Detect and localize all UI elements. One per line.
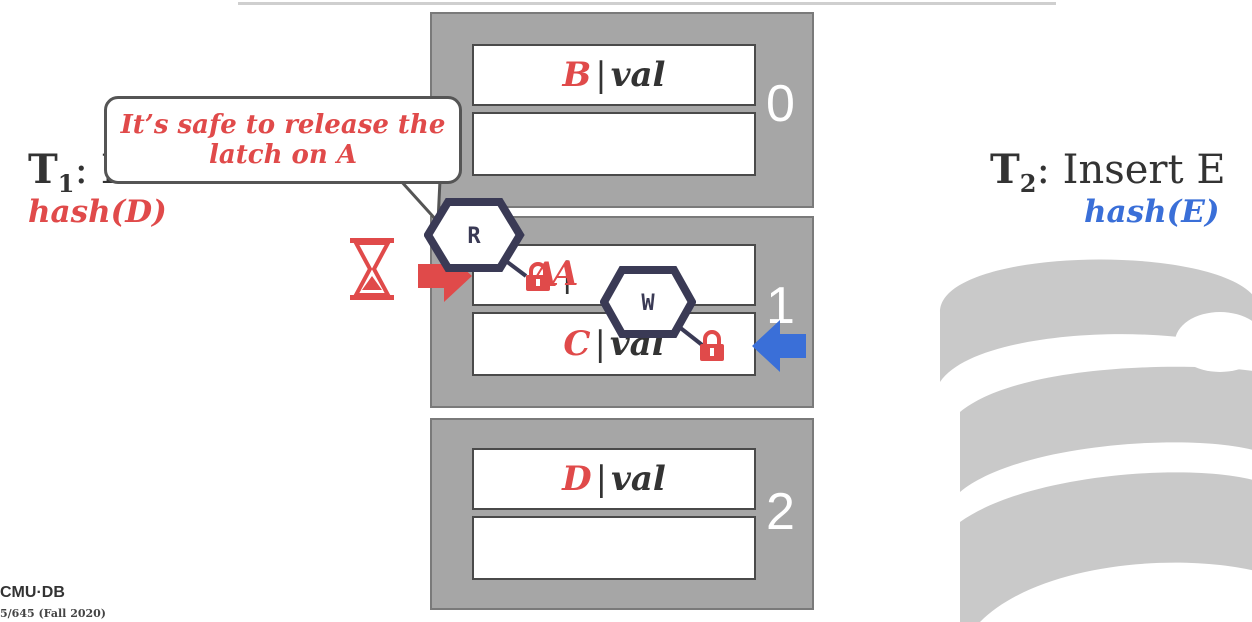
bubble-line-1: It’s safe to release the [120, 110, 446, 140]
database-icon [940, 259, 1252, 622]
page-number-0: 0 [766, 75, 795, 133]
slot-0-0: B|val [472, 44, 756, 106]
top-divider [238, 2, 1056, 5]
svg-text:W: W [641, 291, 655, 316]
arrow-left-icon [752, 320, 806, 372]
page-number-2: 2 [766, 483, 795, 541]
read-latch-icon: R [424, 198, 525, 272]
bucket-page-0 [430, 12, 814, 208]
svg-text:R: R [467, 224, 481, 249]
speech-bubble: It’s safe to release the latch on A [104, 96, 462, 184]
read-latch-chain [500, 256, 528, 278]
slot-entry-b: B|val [562, 55, 666, 95]
slot-0-1 [472, 112, 756, 176]
t2-label: T2: Insert E [990, 146, 1226, 198]
footer-org: CMU·DB [0, 584, 65, 601]
slot-2-1 [472, 516, 756, 580]
page-number-1: 1 [766, 277, 795, 335]
slot-entry-a-key: A [552, 254, 579, 294]
lock-icon [700, 330, 724, 361]
lock-icon [526, 262, 550, 291]
bubble-line-2: latch on A [209, 140, 357, 170]
arrow-right-icon [418, 250, 472, 302]
bucket-page-2 [430, 418, 814, 610]
slot-2-0: D|val [472, 448, 756, 510]
slot-entry-d: D|val [562, 459, 666, 499]
t1-hash: hash(D) [28, 194, 167, 230]
footer-course: 5/645 (Fall 2020) [0, 607, 107, 620]
t1-label: T1: F [28, 146, 129, 198]
hourglass-icon [350, 238, 394, 300]
t2-hash: hash(E) [1084, 194, 1220, 230]
write-latch-icon: W [600, 266, 696, 338]
